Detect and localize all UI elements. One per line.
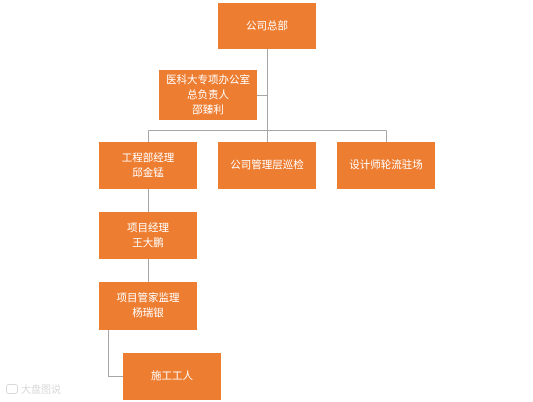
node-label: 设计师轮流驻场 — [349, 159, 423, 171]
node-workers[interactable]: 施工工人 — [123, 353, 221, 400]
node-label: 公司总部 — [246, 19, 288, 32]
node-project-manager[interactable]: 项目经理 王大鹏 — [99, 212, 197, 259]
node-engineering-manager[interactable]: 工程部经理 邱金锰 — [99, 142, 197, 189]
camera-icon — [6, 383, 18, 394]
watermark: 大盘图说 — [6, 381, 61, 396]
watermark-text: 大盘图说 — [21, 385, 61, 396]
node-label: 总负责人 — [187, 88, 229, 101]
node-label: 施工工人 — [151, 370, 193, 382]
node-label: 项目经理 — [127, 221, 169, 234]
node-headquarters[interactable]: 公司总部 — [218, 3, 316, 49]
node-label: 杨瑞银 — [132, 307, 164, 319]
node-project-supervisor[interactable]: 项目管家监理 杨瑞银 — [99, 282, 197, 330]
node-label: 工程部经理 — [121, 151, 175, 164]
node-office-head[interactable]: 医科大专项办公室 总负责人 邵臻利 — [159, 70, 257, 120]
node-label: 王大鹏 — [132, 236, 164, 249]
node-label: 邱金锰 — [132, 166, 164, 179]
node-management-patrol[interactable]: 公司管理层巡检 — [218, 142, 316, 189]
node-label: 公司管理层巡检 — [230, 159, 304, 171]
node-label: 医科大专项办公室 — [166, 73, 250, 86]
node-label: 邵臻利 — [192, 103, 224, 116]
node-designer-rotation[interactable]: 设计师轮流驻场 — [337, 142, 435, 189]
node-label: 项目管家监理 — [116, 292, 180, 304]
connector-supervisor-to-workers — [108, 330, 123, 377]
